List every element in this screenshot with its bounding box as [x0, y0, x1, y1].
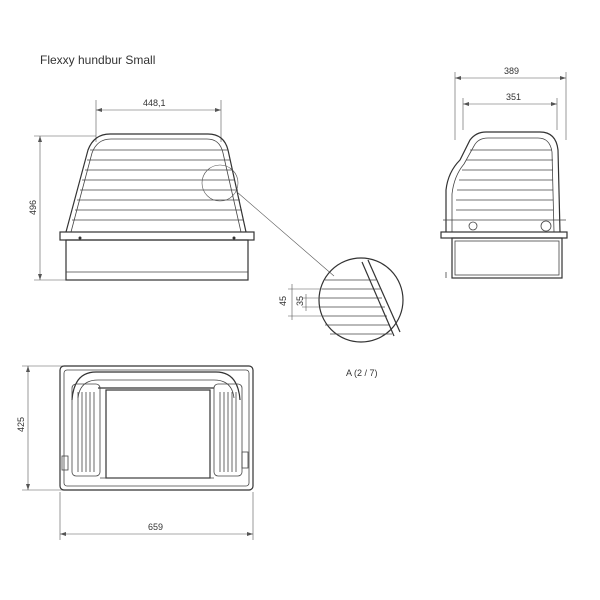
side-outer-width-dimension: 389 [504, 66, 519, 76]
top-view: 425 659 [16, 365, 254, 540]
top-depth-dimension: 425 [16, 417, 26, 432]
detail-view: 45 35 A (2 / 7) [278, 257, 404, 378]
side-view: 389 351 [440, 66, 568, 279]
drawing-title: Flexxy hundbur Small [40, 53, 155, 67]
side-inner-width-dimension: 351 [506, 92, 521, 102]
front-height-dimension: 496 [28, 200, 38, 215]
detail-dimension-45: 45 [278, 296, 288, 306]
detail-dimension-35: 35 [295, 296, 305, 306]
detail-a-marker [201, 164, 239, 202]
detail-label: A (2 / 7) [346, 368, 378, 378]
front-view: 448,1 496 [28, 98, 335, 281]
top-width-dimension: 659 [148, 522, 163, 532]
front-width-dimension: 448,1 [143, 98, 166, 108]
